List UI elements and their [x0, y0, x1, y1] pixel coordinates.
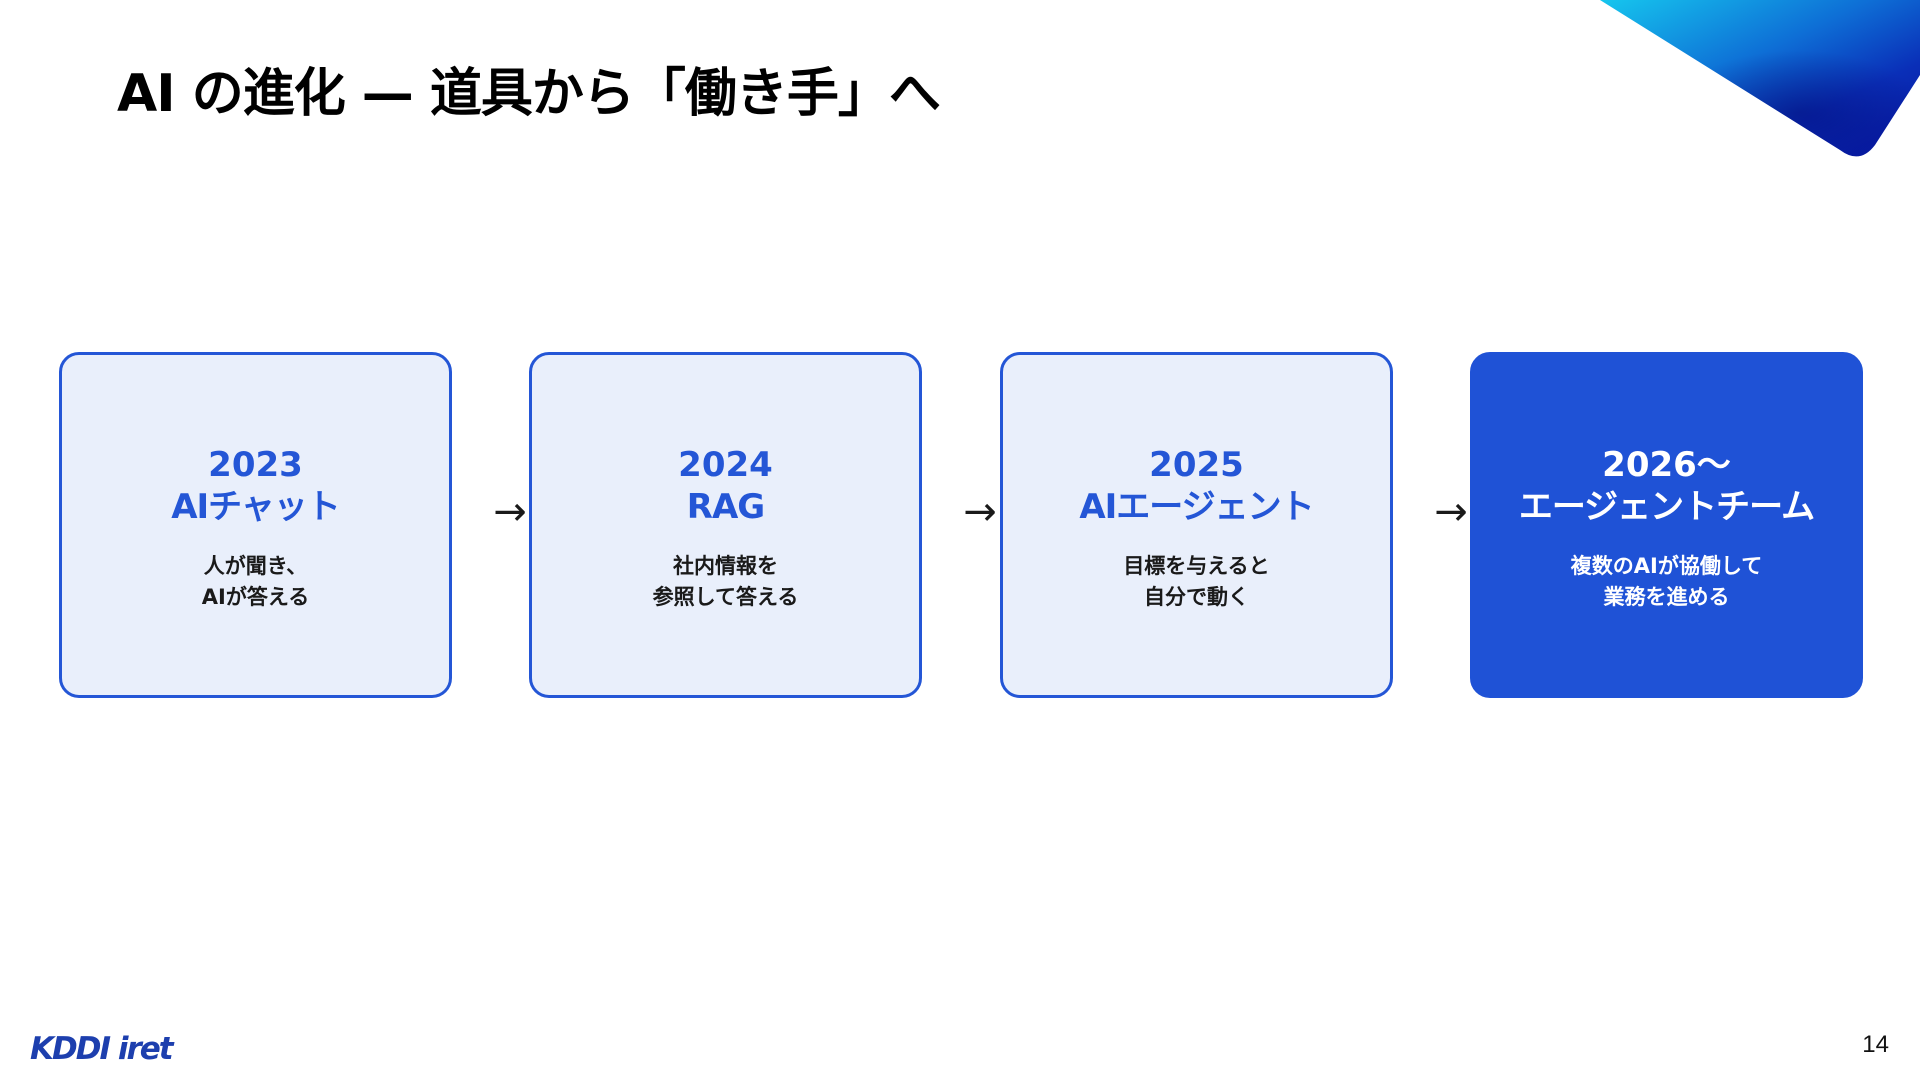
page-number: 14 [1862, 1031, 1889, 1058]
step-name: エージェントチーム [1518, 487, 1815, 527]
step-description: 社内情報を 参照して答える [542, 551, 909, 613]
step-description-line: 複数のAIが協働して [1570, 554, 1763, 578]
step-name: AIエージェント [1079, 487, 1314, 527]
step-description-line: 目標を与えると [1123, 554, 1270, 578]
step-description-line: AIが答える [201, 585, 310, 609]
step-description-line: 社内情報を [673, 554, 778, 578]
step-card-2026: 2026〜 エージェントチーム 複数のAIが協働して 業務を進める [1470, 352, 1863, 698]
right-arrow-icon: → [963, 489, 997, 535]
step-card-2025: 2025 AIエージェント 目標を与えると 自分で動く [1000, 352, 1393, 698]
step-year: 2023 [208, 445, 303, 485]
right-arrow-icon: → [493, 489, 527, 535]
step-name: AIチャット [171, 487, 341, 527]
step-description: 複数のAIが協働して 業務を進める [1483, 551, 1850, 613]
step-year: 2026〜 [1602, 445, 1731, 485]
slide-title: AI の進化 — 道具から「働き手」へ [117, 64, 941, 124]
step-description-line: 人が聞き、 [203, 554, 308, 578]
step-name: RAG [686, 487, 765, 527]
company-logo: KDDI iret [30, 1031, 174, 1067]
step-description-line: 業務を進める [1603, 585, 1730, 609]
step-year: 2025 [1149, 445, 1244, 485]
step-description-line: 参照して答える [652, 585, 799, 609]
step-description: 人が聞き、 AIが答える [72, 551, 439, 613]
step-year: 2024 [678, 445, 773, 485]
step-description-line: 自分で動く [1144, 585, 1249, 609]
evolution-steps: 2023 AIチャット 人が聞き、 AIが答える → 2024 RAG 社内情報… [59, 352, 1863, 700]
step-card-2023: 2023 AIチャット 人が聞き、 AIが答える [59, 352, 452, 698]
step-description: 目標を与えると 自分で動く [1013, 551, 1380, 613]
right-arrow-icon: → [1434, 489, 1468, 535]
step-card-2024: 2024 RAG 社内情報を 参照して答える [529, 352, 922, 698]
corner-decoration-icon [1600, 0, 1920, 157]
